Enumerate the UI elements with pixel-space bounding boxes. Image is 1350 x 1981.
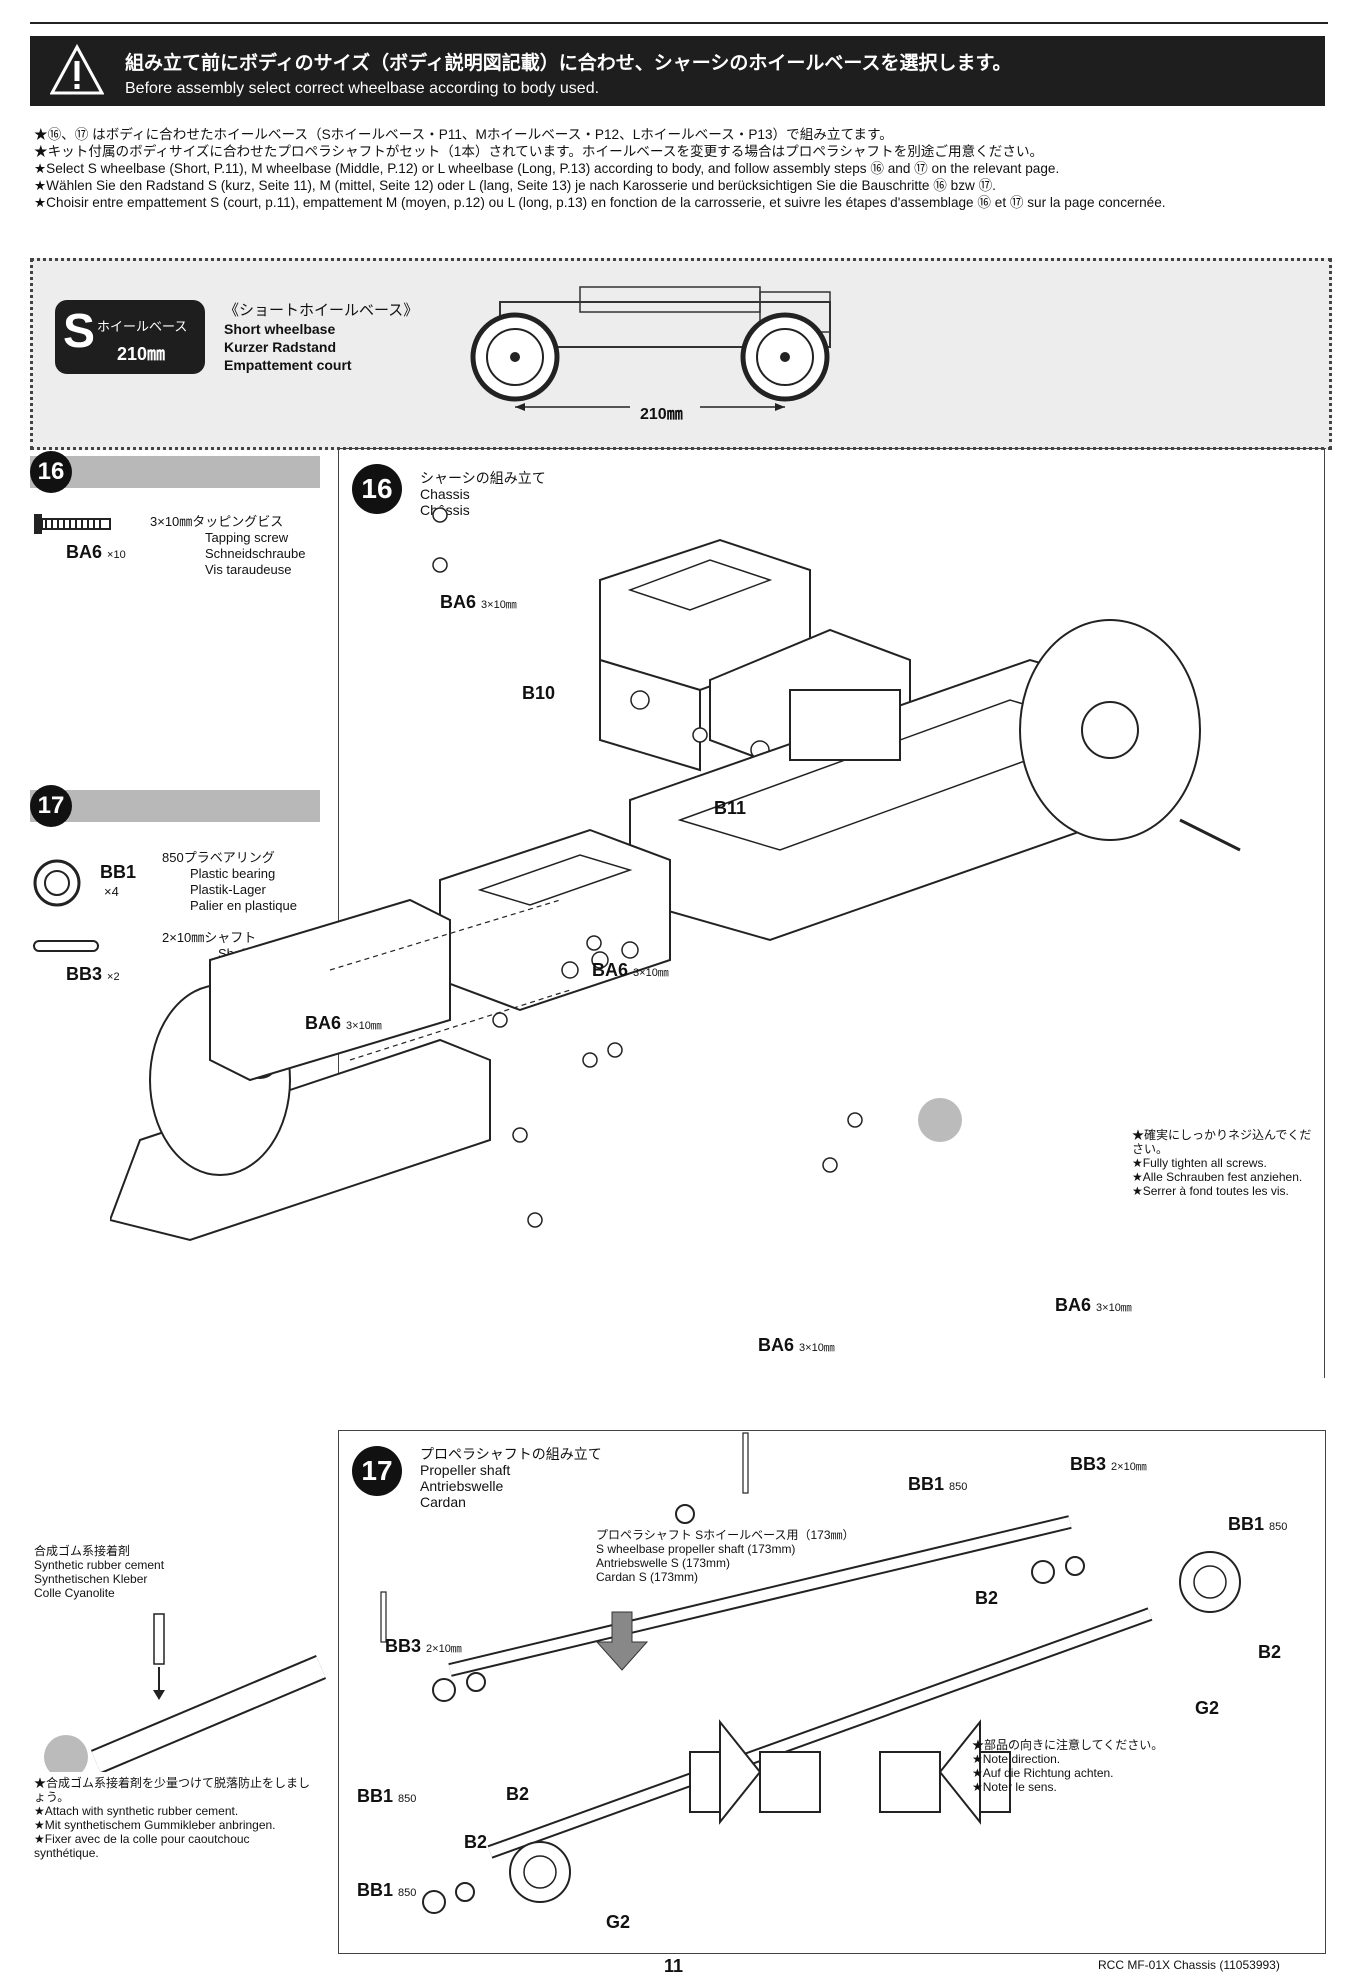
ba6-label: BA6 3×10㎜ [592,960,669,980]
bb1-label: BB1 850 [1228,1514,1288,1534]
cement-shaft-illustration [44,1613,326,1772]
step16-big-number: 16 [352,464,402,514]
wheelbase-fr: Empattement court [224,357,352,373]
wheelbase-badge: S ホイールベース 210㎜ [55,300,205,374]
bb3-label: BB3 2×10㎜ [1070,1454,1147,1474]
page-number: 11 [664,1956,684,1976]
wheelbase-text: 《ショートホイールベース》 Short wheelbase Kurzer Rad… [224,302,418,374]
note-line: ★Wählen Sie den Radstand S (kurz, Seite … [34,178,996,193]
note-line: ★⑯、⑰ はボディに合わせたホイールベース（Sホイールベース・P11、Mホイール… [34,127,893,142]
step17-number: 17 [30,785,72,827]
footer-ref: RCC MF-01X Chassis (11053993) [1098,1958,1280,1972]
top-rule [30,22,1328,24]
notes-block: ★⑯、⑰ はボディに合わせたホイールベース（Sホイールベース・P11、Mホイール… [34,126,1324,211]
wheelbase-de: Kurzer Radstand [224,339,337,355]
bb1-desc: 850プラベアリング Plastic bearing Plastik-Lager… [162,850,297,913]
propeller-shaft-illustration [380,1432,1241,1914]
banner-jp: 組み立て前にボディのサイズ（ボディ説明図記載）に合わせ、シャーシのホイールベース… [125,53,1012,74]
tapping-screw-icon [34,514,111,534]
wheelbase-dimension: 210㎜ [640,406,683,423]
ba6-label: BA6 3×10㎜ [1055,1295,1132,1315]
chassis-side-illustration [470,286,831,411]
warning-banner: 組み立て前にボディのサイズ（ボディ説明図記載）に合わせ、シャーシのホイールベース… [30,36,1325,106]
direction-note: ★部品の向きに注意してください。 ★Note direction. ★Auf d… [972,1738,1164,1794]
step16-part-code: BA6 ×10 [66,542,126,562]
wheelbase-en: Short wheelbase [224,321,336,337]
bb1-qty: ×4 [104,884,119,899]
b10-label: B10 [522,683,556,703]
b2-label: B2 [506,1784,530,1804]
bb1-code: BB1 [100,862,137,882]
wheelbase-panel [30,258,1332,450]
note-line: ★キット付属のボディサイズに合わせたプロペラシャフトがセット（1本）されています… [34,144,1044,159]
warning-triangle-icon [50,44,104,95]
bb1-label: BB1 850 [357,1880,417,1900]
step16-header-bar [30,456,320,488]
step16-part-desc: 3×10㎜タッピングビス Tapping screw Schneidschrau… [150,514,306,577]
step17-big-number: 17 [352,1446,402,1496]
note-line: ★Choisir entre empattement S (court, p.1… [34,195,1166,210]
tighten-note: ★確実にしっかりネジ込んでください。 ★Fully tighten all sc… [1132,1128,1312,1198]
wheelbase-jp: 《ショートホイールベース》 [224,302,419,319]
badge-mm: 210㎜ [117,344,166,364]
b2-label: B2 [464,1832,488,1852]
g2-label: G2 [1195,1698,1220,1718]
b2-label: B2 [1258,1642,1282,1662]
banner-en: Before assembly select correct wheelbase… [125,80,600,97]
step16-panel-right [1324,448,1325,1378]
b11-label: B11 [714,798,747,818]
ba6-label: BA6 3×10㎜ [758,1335,835,1355]
bb1-label: BB1 850 [357,1786,417,1806]
cement-label: 合成ゴム系接着剤 Synthetic rubber cement Synthet… [34,1544,165,1600]
step17-header-bar [30,790,320,822]
bb3-code: BB3 ×2 [66,964,120,984]
shaft-icon [33,940,99,952]
shaft-desc: プロペラシャフト Sホイールベース用（173㎜） S wheelbase pro… [596,1528,855,1584]
ba6-label: BA6 3×10㎜ [305,1013,382,1033]
cement-note: ★合成ゴム系接着剤を少量つけて脱落防止をしましょう。 ★Attach with … [34,1776,311,1860]
step17-title: プロペラシャフトの組み立て Propeller shaft Antriebswe… [420,1446,602,1510]
note-line: ★Select S wheelbase (Short, P.11), M whe… [34,161,1060,176]
step16-number: 16 [30,451,72,493]
step17-panel [338,1430,1326,1954]
bb1-label: BB1 850 [908,1474,968,1494]
chassis-exploded-illustration [110,507,1241,1242]
plastic-bearing-icon [33,859,81,907]
badge-letter: S [63,305,96,358]
step16-panel-top [338,448,1326,449]
bb3-label: BB3 2×10㎜ [385,1636,462,1656]
g2-label: G2 [606,1912,631,1932]
step16-panel-left [338,448,339,1088]
ba6-label: BA6 3×10㎜ [440,592,517,612]
badge-jp: ホイールベース [97,319,188,334]
b2-label: B2 [975,1588,999,1608]
